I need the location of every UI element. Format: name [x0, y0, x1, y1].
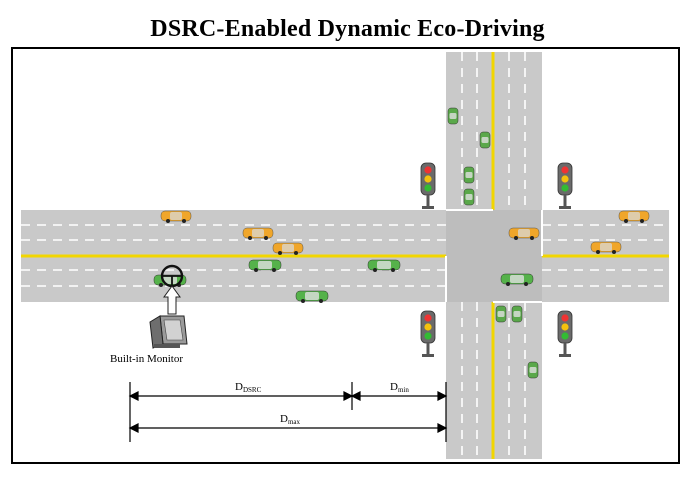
monitor-icon [149, 315, 188, 349]
car-icon [447, 107, 459, 125]
car-icon [272, 242, 304, 256]
car-icon [508, 227, 540, 241]
car-icon [463, 166, 475, 184]
d-dsrc-label: DDSRC [235, 381, 262, 394]
vertical-lane-lines [461, 52, 526, 459]
d-min-label: Dmin [390, 381, 409, 394]
car-icon [495, 305, 507, 323]
car-icon [590, 241, 622, 255]
d-max-label: Dmax [280, 413, 301, 426]
car-icon [463, 188, 475, 206]
car-icon [500, 273, 534, 287]
distance-dimensions [128, 382, 448, 442]
car-icon [479, 131, 491, 149]
car-icon [295, 290, 329, 304]
car-icon [511, 305, 523, 323]
car-icon [248, 259, 282, 273]
car-icon [367, 259, 401, 273]
monitor-label: Built-in Monitor [110, 353, 183, 365]
car-icon [618, 210, 650, 224]
monitor-link-arrow [163, 285, 181, 315]
car-icon [160, 210, 192, 224]
car-icon [242, 227, 274, 241]
car-icon [527, 361, 539, 379]
stop-lines [445, 209, 543, 303]
diagram-title: DSRC-Enabled Dynamic Eco-Driving [150, 16, 545, 42]
intersection [446, 210, 542, 302]
